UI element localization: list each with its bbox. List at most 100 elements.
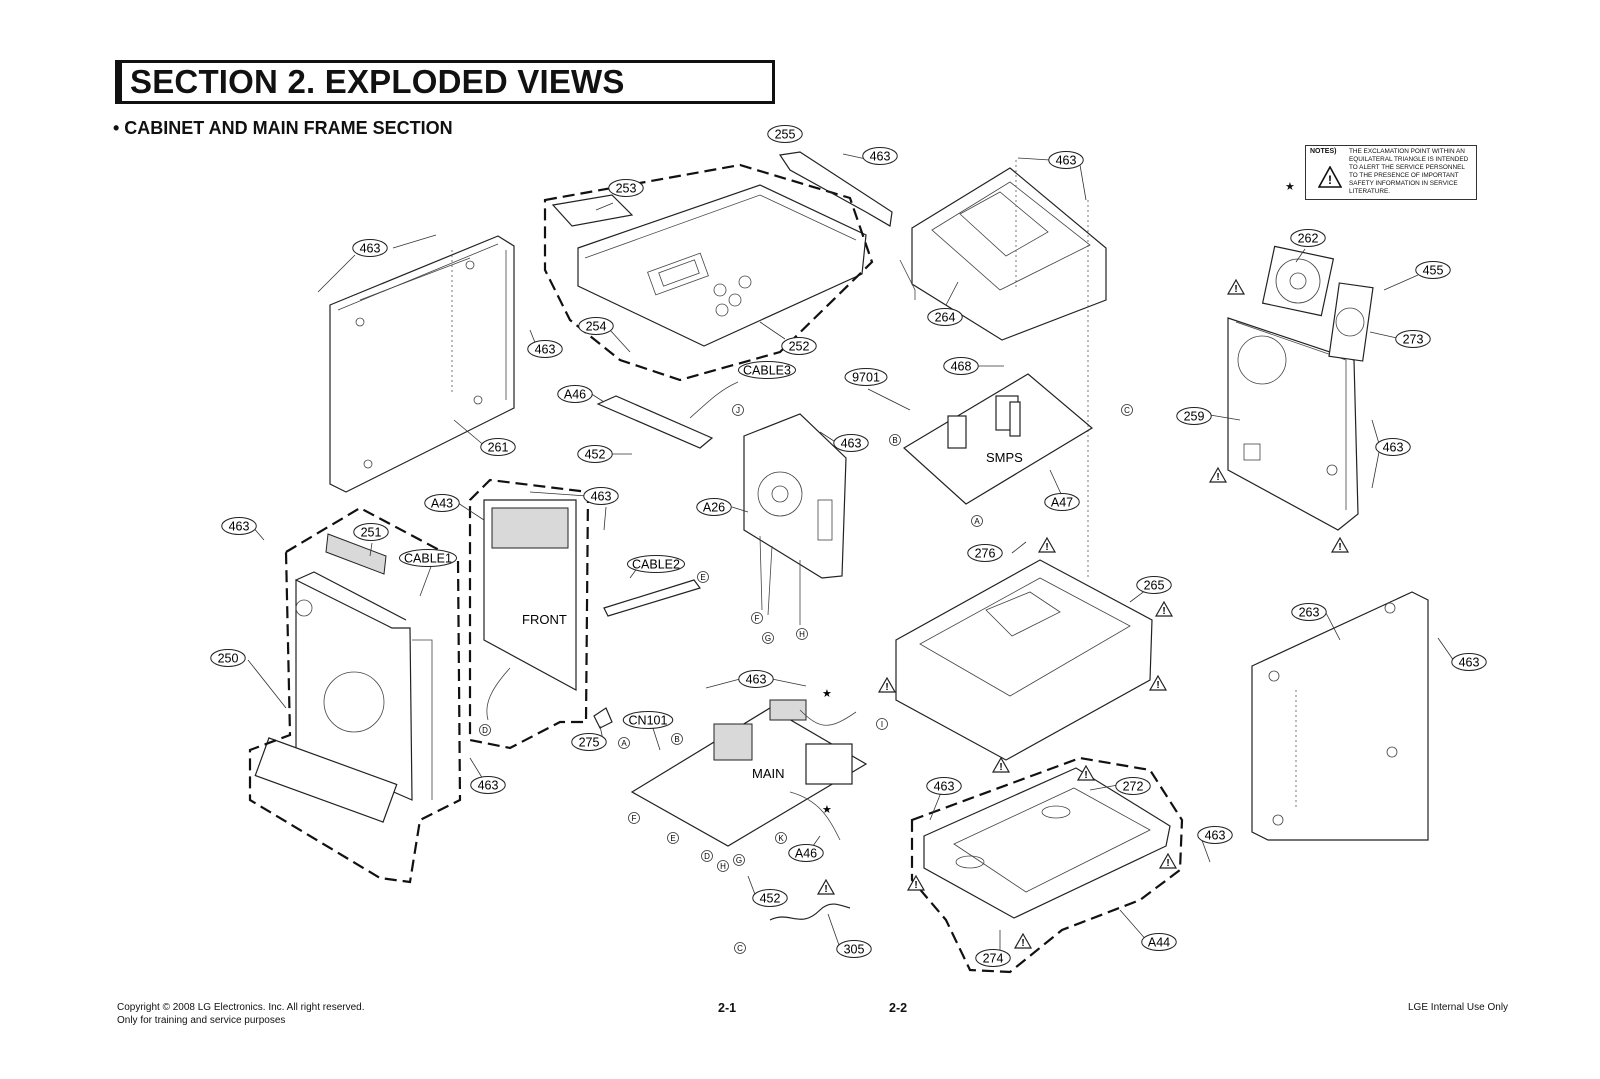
part-261-panel [329,235,515,493]
warning-triangle-icon: ! [1148,674,1168,691]
part-264-frame [899,160,1107,580]
part-main-board: MAIN [630,699,868,847]
part-label-a44: A44 [1141,933,1177,951]
svg-text:E: E [670,834,675,843]
connector-mark-H1: H [796,628,808,640]
svg-text:272: 272 [1123,780,1144,794]
svg-text:A43: A43 [431,497,453,511]
svg-text:265: 265 [1144,579,1165,593]
part-label-468: 468 [943,357,979,375]
warning-triangle-icon: ! [816,878,836,895]
svg-text:D: D [704,852,710,861]
svg-text:CABLE2: CABLE2 [632,558,680,572]
part-label-463d: 463 [527,340,563,358]
svg-text:262: 262 [1298,232,1319,246]
svg-text:!: ! [1084,770,1087,781]
svg-text:463: 463 [841,437,862,451]
svg-text:261: 261 [488,441,509,455]
front-board-label: FRONT [522,612,567,627]
star-marker: ★ [822,804,832,816]
svg-text:K: K [778,834,784,843]
part-label-463b: 463 [352,239,388,257]
svg-text:463: 463 [1383,441,1404,455]
page-number-right: 2-2 [889,1001,908,1015]
part-265-chassis [895,559,1153,761]
part-label-261: 261 [480,438,516,456]
svg-text:A26: A26 [703,501,725,515]
warning-triangle-icon: ! [1013,932,1033,949]
part-label-463m: 463 [1197,826,1233,844]
svg-text:A46: A46 [795,847,817,861]
part-263-panel [1251,591,1429,841]
star-marker: ★ [822,688,832,700]
group-boundary-a43 [468,478,590,750]
part-label-263: 263 [1291,603,1327,621]
part-label-253: 253 [608,179,644,197]
warning-triangles: ! ! ! ! ! ! ! ! ! ! ! ! ! [816,278,1350,949]
svg-text:J: J [736,406,740,415]
svg-text:463: 463 [535,343,556,357]
svg-text:463: 463 [1459,656,1480,670]
svg-text:252: 252 [789,340,810,354]
svg-text:H: H [799,630,805,639]
part-label-452b: 452 [752,889,788,907]
part-label-264: 264 [927,308,963,326]
svg-text:463: 463 [360,242,381,256]
connector-mark-B1: B [889,434,901,446]
part-label-a43: A43 [424,494,460,512]
part-label-254: 254 [578,317,614,335]
part-label-275: 275 [571,733,607,751]
svg-text:!: ! [1234,284,1237,295]
svg-text:B: B [674,735,679,744]
svg-text:C: C [737,944,743,953]
connector-mark-K1: K [775,832,787,844]
part-a44-base [923,767,1171,919]
part-273-fan-guard [1328,282,1374,362]
connector-mark-E1: E [697,571,709,583]
svg-text:468: 468 [951,360,972,374]
svg-text:!: ! [1166,858,1169,869]
connector-mark-C1: C [1121,404,1133,416]
footer-internal: LGE Internal Use Only [1408,1002,1509,1013]
svg-text:C: C [1124,406,1130,415]
main-board-label: MAIN [752,766,785,781]
svg-text:G: G [736,856,742,865]
section-subtitle: • CABINET AND MAIN FRAME SECTION [113,118,453,138]
svg-text:463: 463 [934,780,955,794]
svg-text:276: 276 [975,547,996,561]
part-label-262: 262 [1290,229,1326,247]
part-label-305: 305 [836,940,872,958]
part-label-272: 272 [1115,777,1151,795]
svg-text:452: 452 [760,892,781,906]
warning-triangle-icon: ! [1330,536,1350,553]
connector-mark-H2: H [717,860,729,872]
svg-text:!: ! [914,880,917,891]
svg-text:305: 305 [844,943,865,957]
part-label-463i: 463 [1451,653,1487,671]
part-label-a46a: A46 [557,385,593,403]
warning-triangle-icon: ! [1208,466,1228,483]
svg-text:!: ! [1162,606,1165,617]
part-label-455: 455 [1415,261,1451,279]
part-label-250: 250 [210,649,246,667]
part-label-274: 274 [975,949,1011,967]
svg-text:F: F [755,614,760,623]
svg-text:A: A [974,517,980,526]
part-label-463a: 463 [862,147,898,165]
svg-text:!: ! [1045,542,1048,553]
connector-mark-D1: D [479,724,491,736]
connector-mark-G1: G [762,632,774,644]
svg-text:!: ! [1338,542,1341,553]
connector-mark-A1: A [971,515,983,527]
svg-text:251: 251 [361,526,382,540]
part-label-9701: 9701 [844,368,888,386]
part-label-259: 259 [1176,407,1212,425]
warning-triangle-icon: ! [1076,764,1096,781]
part-251-plate [325,533,387,575]
warning-triangle-icon: ! [877,676,897,693]
part-a43-front-board: FRONT [483,499,577,721]
svg-text:!: ! [885,682,888,693]
svg-text:275: 275 [579,736,600,750]
svg-text:463: 463 [229,520,250,534]
part-label-255: 255 [767,125,803,143]
